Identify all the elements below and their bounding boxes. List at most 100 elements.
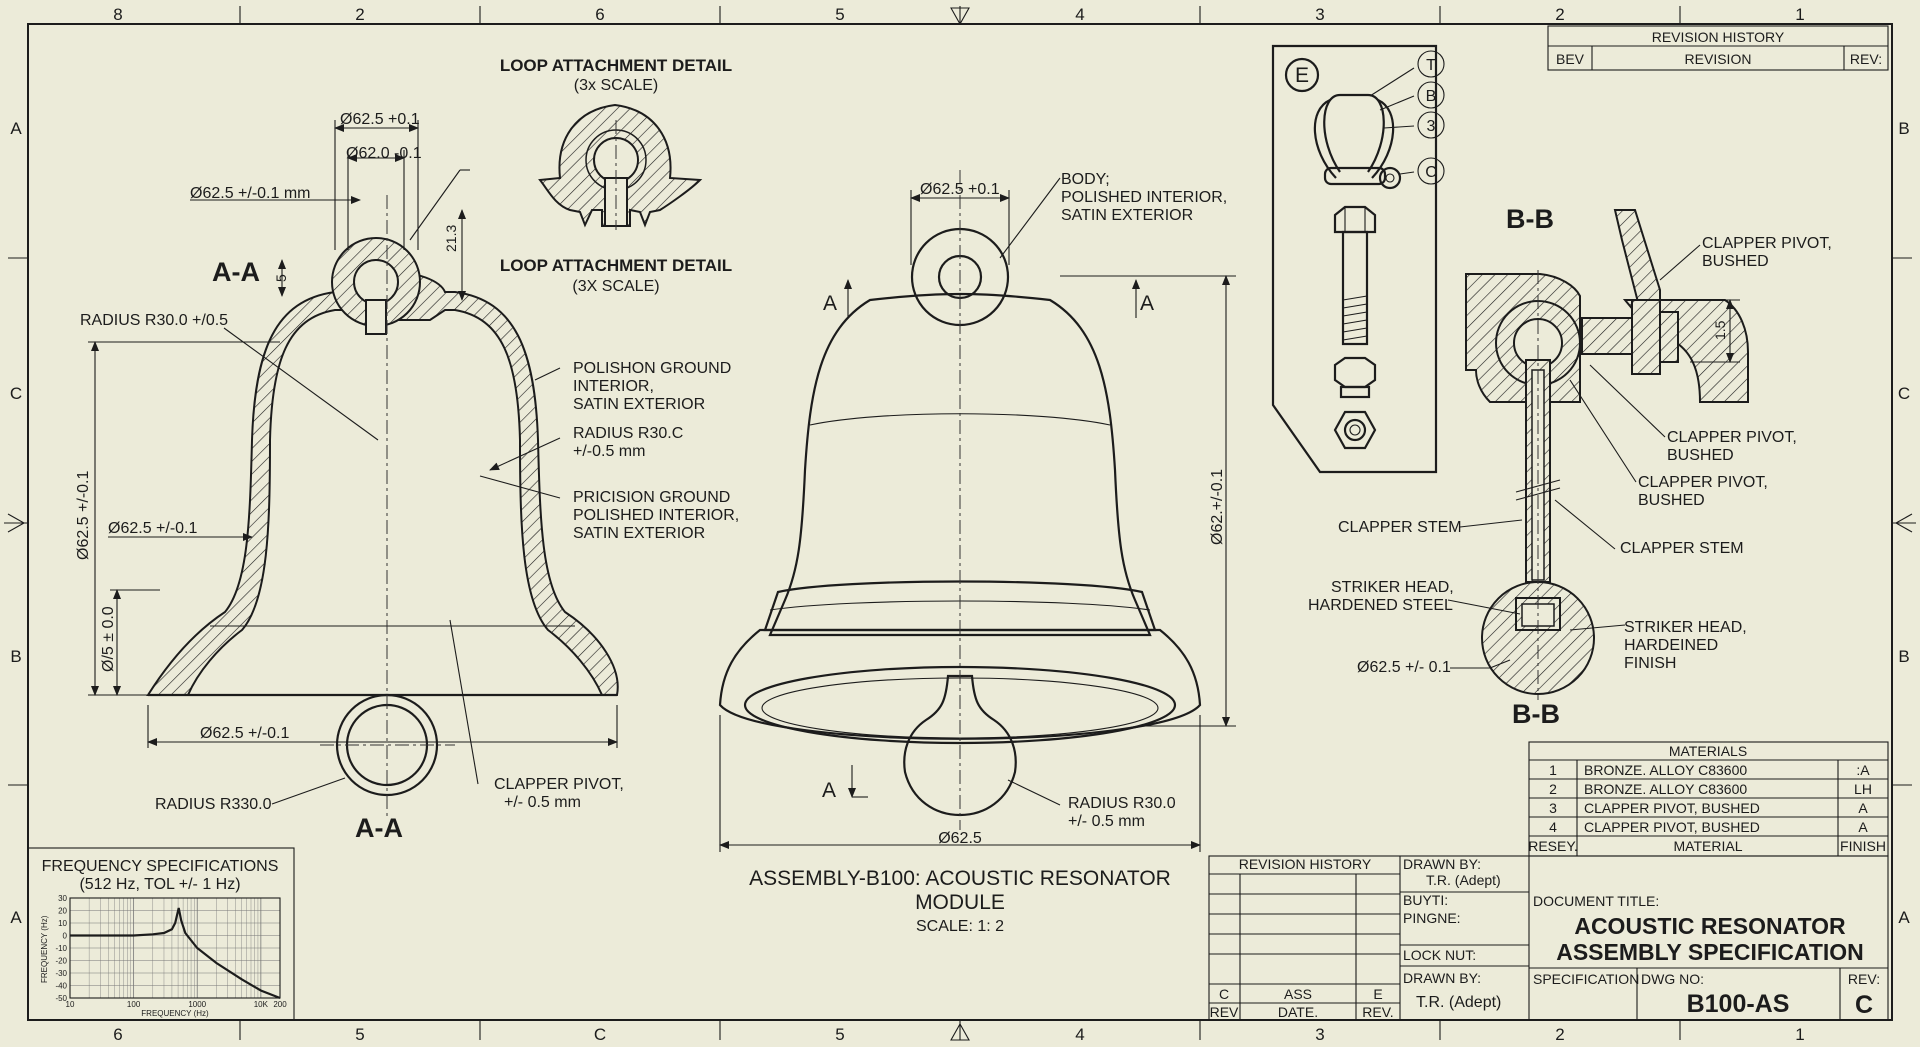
svg-text:+/- 0.5 mm: +/- 0.5 mm	[504, 794, 581, 811]
border-left-4: A	[10, 908, 22, 927]
tb-rev-history: REVISION HISTORY	[1239, 856, 1372, 872]
materials-row-4-finish: A	[1858, 819, 1868, 835]
radius-top-note: RADIUS R30.0 +/0.5	[80, 312, 228, 329]
svg-text:BUSHED: BUSHED	[1638, 492, 1705, 509]
border-top-4: 5	[835, 5, 844, 24]
title-block: REVISION HISTORY C ASS E REV DATE. REV. …	[1208, 855, 1889, 1021]
svg-text:CLAPPER PIVOT,: CLAPPER PIVOT,	[1638, 474, 1768, 491]
freq-xlabel: FREQUENCY (Hz)	[141, 1009, 209, 1018]
border-left-1: A	[10, 119, 22, 138]
assembly-title: ASSEMBLY-B100: ACOUSTIC RESONATOR MODULE…	[749, 867, 1171, 935]
svg-text:REVISION: REVISION	[1685, 51, 1752, 67]
svg-text:CLAPPER PIVOT,: CLAPPER PIVOT,	[1702, 235, 1832, 252]
materials-title: MATERIALS	[1669, 743, 1747, 759]
assembly-title-line-1: ASSEMBLY-B100: ACOUSTIC RESONATOR	[749, 867, 1171, 890]
tb-drawn-by2-label: DRAWN BY:	[1403, 970, 1481, 986]
materials-row-2-material: BRONZE. ALLOY C83600	[1584, 781, 1747, 797]
svg-text:BUSHED: BUSHED	[1667, 447, 1734, 464]
tb-drawn-by2-value: T.R. (Adept)	[1416, 994, 1501, 1011]
svg-text:CLAPPER PIVOT,: CLAPPER PIVOT,	[494, 776, 624, 793]
dim-five: 5	[273, 274, 289, 282]
svg-text:3: 3	[1427, 118, 1436, 135]
tb-rev-e: E	[1373, 986, 1382, 1002]
bb-note-pivot-low: CLAPPER PIVOT, BUSHED	[1638, 474, 1768, 509]
materials-table: MATERIALS 1 BRONZE. ALLOY C83600 :A 2 BR…	[1528, 741, 1889, 857]
freq-y-tick: -40	[55, 982, 67, 991]
dim-mouth: Ø62.5 +/-0.1	[200, 725, 289, 742]
svg-text:BUSHED: BUSHED	[1702, 253, 1769, 270]
cut-a-left: A	[823, 292, 837, 315]
sheet-border: 8 2 6 5 4 3 2 1 6 5 C 5 4 3 2 1 A C B A …	[4, 5, 1916, 1044]
materials-header-material: MATERIAL	[1674, 838, 1743, 854]
radius-ring-note: RADIUS R330.0	[155, 796, 272, 813]
tb-doc-title-label: DOCUMENT TITLE:	[1533, 893, 1659, 909]
tb-rev-value: C	[1855, 991, 1873, 1019]
svg-text:SATIN EXTERIOR: SATIN EXTERIOR	[1061, 207, 1193, 224]
svg-text:T: T	[1426, 57, 1436, 74]
svg-text:SATIN EXTERIOR: SATIN EXTERIOR	[573, 396, 705, 413]
materials-row-1-no: 1	[1549, 762, 1557, 778]
freq-y-tick: -50	[55, 994, 67, 1003]
tb-footer-rev2: REV.	[1362, 1004, 1393, 1020]
note-polishon: POLISHON GROUND INTERIOR, SATIN EXTERIOR	[573, 360, 731, 413]
freq-x-tick: 1000	[188, 1000, 206, 1009]
bell-exterior-view: Ø62.5 +0.1 BODY; POLISHED INTERIOR, SATI…	[718, 170, 1236, 852]
tb-lock-nut: LOCK NUT:	[1403, 947, 1476, 963]
border-top-2: 2	[355, 5, 364, 24]
border-bottom-3: C	[594, 1025, 606, 1044]
freq-x-tick: 10	[66, 1000, 75, 1009]
tb-doc-title-1: ACOUSTIC RESONATOR	[1574, 913, 1846, 939]
materials-row-4-material: CLAPPER PIVOT, BUSHED	[1584, 819, 1760, 835]
svg-text:CLAPPER PIVOT,: CLAPPER PIVOT,	[1667, 429, 1797, 446]
hardware-label: E	[1295, 64, 1309, 87]
tb-footer-date: DATE.	[1278, 1004, 1318, 1020]
dim-height: Ø62.5 +/-0.1	[75, 471, 92, 560]
section-a-a-title-bottom: A-A	[355, 813, 403, 843]
freq-y-tick: 10	[58, 919, 67, 928]
dim-height-loop: 21.3	[443, 225, 459, 252]
materials-row-2-finish: LH	[1854, 781, 1872, 797]
note-clapper-pivot: CLAPPER PIVOT, +/- 0.5 mm	[494, 776, 624, 811]
section-b-b-title-bottom: B-B	[1512, 699, 1560, 729]
border-top-7: 2	[1555, 5, 1564, 24]
border-bottom-6: 3	[1315, 1025, 1324, 1044]
hardware-detail-e: E T B 3 C	[1271, 44, 1445, 474]
freq-response-curve	[70, 907, 281, 1000]
border-bottom-8: 1	[1795, 1025, 1804, 1044]
border-left-2: C	[10, 384, 22, 403]
svg-text:B: B	[1426, 88, 1437, 105]
frequency-spec-panel: FREQUENCY SPECIFICATIONS (512 Hz, TOL +/…	[27, 847, 295, 1021]
ext-dim-loop: Ø62.5 +0.1	[920, 181, 1000, 198]
materials-row-3-finish: A	[1858, 800, 1868, 816]
freq-y-tick: 0	[63, 932, 68, 941]
dim-top-outer: Ø62.5 +0.1	[340, 111, 420, 128]
svg-text:STRIKER HEAD,: STRIKER HEAD,	[1624, 619, 1747, 636]
tb-drawn-by-label: DRAWN BY:	[1403, 856, 1481, 872]
tb-dwg-value: B100-AS	[1687, 990, 1790, 1018]
bb-note-stem-right: CLAPPER STEM	[1620, 540, 1744, 557]
svg-text:+/- 0.5 mm: +/- 0.5 mm	[1068, 813, 1145, 830]
materials-header-finish: FINISH	[1840, 838, 1886, 854]
bb-note-striker-right: STRIKER HEAD, HARDEINED FINISH	[1624, 619, 1747, 672]
tb-rev-label: REV:	[1848, 971, 1880, 987]
cut-a-bottom: A	[822, 779, 836, 802]
border-top-1: 8	[113, 5, 122, 24]
bb-note-pivot-mid: CLAPPER PIVOT, BUSHED	[1667, 429, 1797, 464]
materials-row-1-finish: :A	[1856, 762, 1870, 778]
bell-wall-section	[146, 270, 619, 696]
svg-text:SATIN EXTERIOR: SATIN EXTERIOR	[573, 525, 705, 542]
loop-detail-title-1: LOOP ATTACHMENT DETAIL	[500, 56, 732, 75]
svg-text:+/-0.5 mm: +/-0.5 mm	[573, 443, 645, 460]
note-body: BODY; POLISHED INTERIOR, SATIN EXTERIOR	[1061, 171, 1227, 224]
border-bottom-5: 4	[1075, 1025, 1084, 1044]
bb-dim-vert: 1.5	[1712, 320, 1728, 340]
freq-x-tick: 100	[127, 1000, 141, 1009]
ext-note-radius: RADIUS R30.0 +/- 0.5 mm	[1068, 795, 1176, 830]
bb-note-striker-left: STRIKER HEAD, HARDENED STEEL	[1308, 579, 1454, 614]
tb-pingne: PINGNE:	[1403, 910, 1461, 926]
svg-text:FINISH: FINISH	[1624, 655, 1676, 672]
svg-text:INTERIOR,: INTERIOR,	[573, 378, 654, 395]
